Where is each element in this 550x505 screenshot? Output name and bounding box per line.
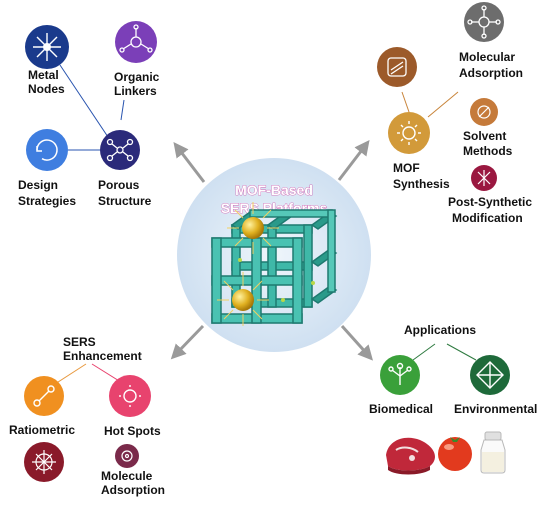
- label-biomedical: Biomedical: [369, 402, 433, 416]
- label-metal-nodes-1: Metal: [28, 68, 59, 82]
- label-organic-linkers-2: Linkers: [114, 84, 157, 98]
- design-strategies-icon: [26, 129, 68, 171]
- label-ratiometric: Ratiometric: [9, 423, 75, 437]
- label-mof-synthesis-2: Synthesis: [393, 177, 450, 191]
- label-porous-structure-1: Porous: [98, 178, 140, 192]
- connector-apps-environmental: [446, 343, 477, 361]
- label-solvent-methods-2: Methods: [463, 144, 513, 158]
- connector-synth-molecular: [427, 91, 459, 118]
- label-environmental: Environmental: [454, 402, 537, 416]
- label-sers-enhancement-1: SERS: [63, 335, 96, 349]
- hot-spots-icon: [109, 375, 151, 417]
- label-molecule-adsorption-2: Adsorption: [101, 483, 165, 497]
- metal-nodes-icon: [25, 25, 69, 69]
- label-design-strategies-1: Design: [18, 178, 58, 192]
- synthesis-top-icon: [377, 47, 417, 87]
- label-hot-spots: Hot Spots: [104, 424, 161, 438]
- biomedical-icon: [380, 355, 420, 395]
- connector-synth-top: [401, 91, 410, 113]
- organic-linkers-icon: [115, 21, 157, 63]
- gold-nanoparticle-bottom: [217, 272, 269, 326]
- label-molecule-adsorption-1: Molecule: [101, 469, 153, 483]
- label-sers-enhancement-2: Enhancement: [63, 349, 142, 363]
- connector-metal-porous: [59, 64, 111, 141]
- tomato-icon: [438, 437, 472, 471]
- gold-nanoparticle-top: [227, 202, 279, 254]
- label-solvent-methods-1: Solvent: [463, 129, 506, 143]
- label-organic-linkers-1: Organic: [114, 70, 160, 84]
- meat-icon: [386, 437, 435, 475]
- label-porous-structure-2: Structure: [98, 194, 152, 208]
- solvent-methods-icon: [470, 98, 498, 126]
- arrow-bottom-right: [340, 324, 374, 361]
- label-metal-nodes-2: Nodes: [28, 82, 65, 96]
- label-design-strategies-2: Strategies: [18, 194, 76, 208]
- label-molecular-adsorption-1: Molecular: [459, 50, 515, 64]
- mof-synthesis-icon: [388, 112, 430, 154]
- label-molecular-adsorption-2: Adsorption: [459, 66, 523, 80]
- arrow-bottom-left: [170, 324, 205, 360]
- connector-linkers-porous: [120, 99, 125, 121]
- post-synthetic-icon: [471, 165, 497, 191]
- ratiometric-icon: [24, 376, 64, 416]
- porous-structure-icon: [100, 130, 140, 170]
- molecule-adsorption-icon: [115, 444, 139, 468]
- molecular-adsorption-icon: [464, 2, 504, 42]
- connector-sers-ratiometric: [54, 363, 87, 385]
- connector-apps-biomedical: [412, 343, 436, 361]
- arrow-top-left: [173, 142, 206, 183]
- label-post-synthetic-2: Modification: [452, 211, 523, 225]
- environmental-icon: [470, 355, 510, 395]
- center-title-line1: MOF-Based: [235, 182, 313, 198]
- sers-enhancement-icon: [24, 442, 64, 482]
- label-post-synthetic-1: Post-Synthetic: [448, 195, 532, 209]
- milk-bottle-icon: [480, 431, 506, 474]
- arrow-top-right: [337, 140, 370, 181]
- label-mof-synthesis-1: MOF: [393, 161, 420, 175]
- label-applications: Applications: [404, 323, 476, 337]
